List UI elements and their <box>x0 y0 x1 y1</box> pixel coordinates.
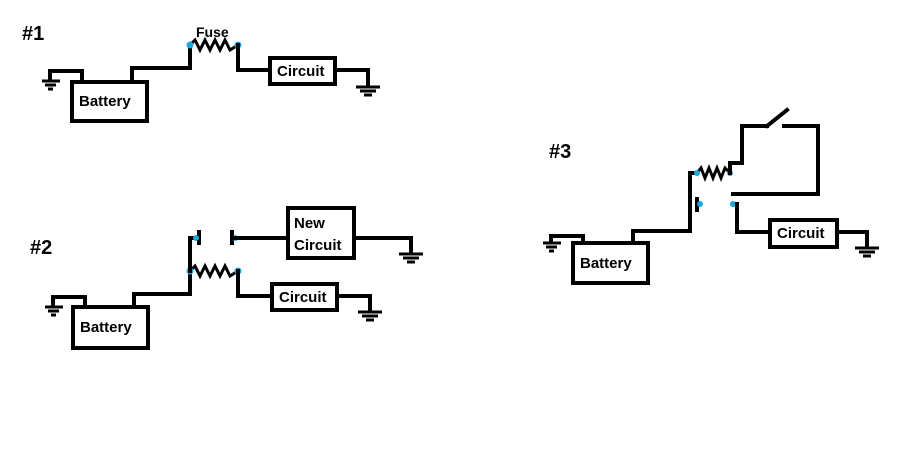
fuse-to-circuit-wire <box>236 43 272 72</box>
diagram-3-title: #3 <box>549 141 571 163</box>
open-terminal <box>193 235 199 241</box>
ground-symbol <box>358 310 382 322</box>
battery-box: Battery <box>571 241 650 285</box>
battery-label: Battery <box>80 319 132 336</box>
new-circuit-box: New Circuit <box>286 206 356 260</box>
ground-symbol <box>356 85 380 97</box>
relay-coil <box>694 163 733 183</box>
circuit-to-ground-wire <box>335 294 372 313</box>
circuit-label: Circuit <box>277 63 325 80</box>
switch-wire <box>728 124 769 165</box>
diagram-2: #2 Battery New Circuit <box>30 206 423 350</box>
contact-terminal <box>697 201 703 207</box>
fuse-terminal <box>186 41 194 49</box>
ground-symbol <box>855 246 879 258</box>
fuse-element <box>187 262 241 280</box>
ground-symbol <box>42 69 60 91</box>
ground-wire <box>51 295 87 310</box>
switch-lever <box>764 107 790 129</box>
fuse-to-circuit-wire <box>236 269 274 298</box>
battery-to-fuse-wire <box>130 43 192 84</box>
diagram-1-title: #1 <box>22 23 44 45</box>
new-circuit-label-line1: New <box>294 215 325 232</box>
relay-to-circuit-wire <box>735 202 772 234</box>
battery-box: Battery <box>71 305 150 350</box>
ground-wire <box>48 69 84 84</box>
diagram-2-title: #2 <box>30 237 52 259</box>
coil-terminal <box>694 170 700 176</box>
circuit-label: Circuit <box>279 289 327 306</box>
battery-to-relay-wire <box>631 171 699 245</box>
ground-symbol <box>45 295 63 317</box>
circuit-to-ground-wire <box>333 68 370 88</box>
circuit-box: Circuit <box>768 218 839 249</box>
contact-terminal <box>730 201 736 207</box>
battery-label: Battery <box>79 93 131 110</box>
switch-return-wire <box>731 124 820 196</box>
fuse-element <box>187 36 241 54</box>
new-circuit-label-line2: Circuit <box>294 237 342 254</box>
ground-symbol <box>399 252 423 264</box>
new-circuit-to-ground-wire <box>352 236 413 255</box>
circuit-box: Circuit <box>270 282 339 312</box>
circuit-box: Circuit <box>268 56 337 86</box>
battery-box: Battery <box>70 80 149 123</box>
ground-symbol <box>543 234 561 253</box>
fuse-label: Fuse <box>196 24 229 40</box>
diagram-3: #3 Battery Circuit <box>543 107 879 285</box>
battery-to-fuse-wire <box>132 269 192 309</box>
circuit-to-ground-wire <box>835 230 869 249</box>
battery-label: Battery <box>580 255 632 272</box>
diagram-1: #1 Battery Fuse Circuit <box>22 23 380 123</box>
circuit-label: Circuit <box>777 225 825 242</box>
